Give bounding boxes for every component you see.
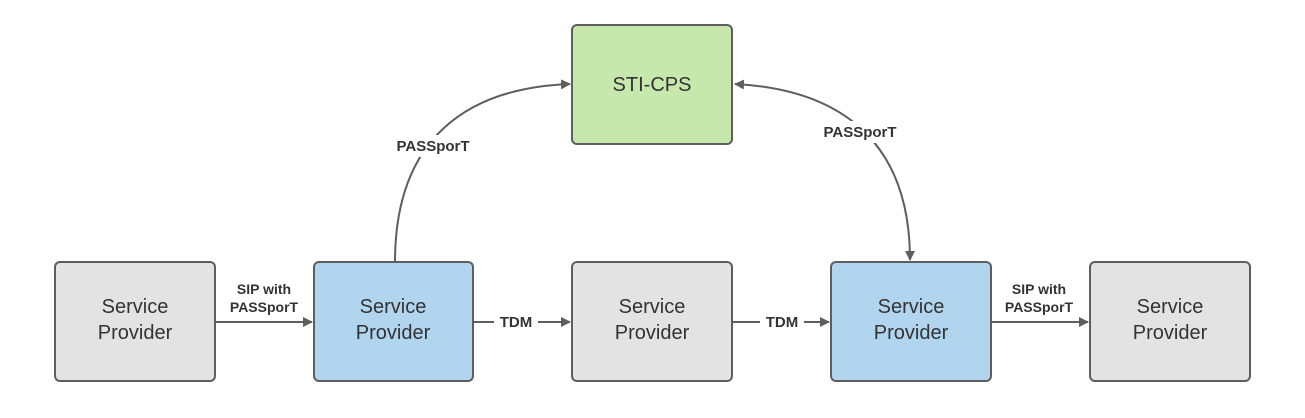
node-sp4-line1: Service [878, 296, 945, 318]
label-sp4-sp5: SIP with PASSporT [999, 281, 1079, 317]
node-sp4-line2: Provider [874, 322, 949, 344]
node-service-provider-5[interactable]: Service Provider [1089, 261, 1251, 382]
label-sp2-sp3: TDM [494, 312, 538, 332]
label-sp3-sp4-text: TDM [766, 314, 799, 331]
label-sp1-sp2-line2: PASSporT [230, 299, 299, 315]
label-sp1-sp2: SIP with PASSporT [224, 281, 304, 317]
label-sp4-sp5-line1: SIP with [1012, 281, 1066, 297]
label-sp3-sp4: TDM [760, 312, 804, 332]
label-sp2-sticps: PASSporT [387, 135, 479, 157]
node-service-provider-4[interactable]: Service Provider [830, 261, 992, 382]
node-sticps-label: STI-CPS [613, 74, 692, 96]
node-sti-cps[interactable]: STI-CPS [571, 24, 733, 145]
label-sp4-sp5-line2: PASSporT [1005, 299, 1074, 315]
edge-sticps-sp4 [734, 79, 915, 261]
edge-labels: SIP with PASSporT TDM TDM SIP with PASSp… [224, 121, 1079, 332]
node-sp2-line2: Provider [356, 322, 431, 344]
label-sticps-sp4-text: PASSporT [823, 124, 896, 141]
label-sp2-sp3-text: TDM [500, 314, 533, 331]
label-sticps-sp4: PASSporT [814, 121, 906, 143]
node-sp2-line1: Service [360, 296, 427, 318]
node-sp3-line2: Provider [615, 322, 690, 344]
node-service-provider-2[interactable]: Service Provider [313, 261, 474, 382]
node-service-provider-1[interactable]: Service Provider [54, 261, 216, 382]
edge-sp2-sticps [394, 79, 571, 263]
node-sp1-line1: Service [102, 296, 169, 318]
node-sp5-line1: Service [1137, 296, 1204, 318]
node-sp3-line1: Service [619, 296, 686, 318]
node-service-provider-3[interactable]: Service Provider [571, 261, 733, 382]
label-sp2-sticps-text: PASSporT [396, 138, 469, 155]
node-sp5-line2: Provider [1133, 322, 1208, 344]
node-sp1-line2: Provider [98, 322, 173, 344]
nodes: Service Provider Service Provider Servic… [54, 24, 1251, 382]
label-sp1-sp2-line1: SIP with [237, 281, 291, 297]
